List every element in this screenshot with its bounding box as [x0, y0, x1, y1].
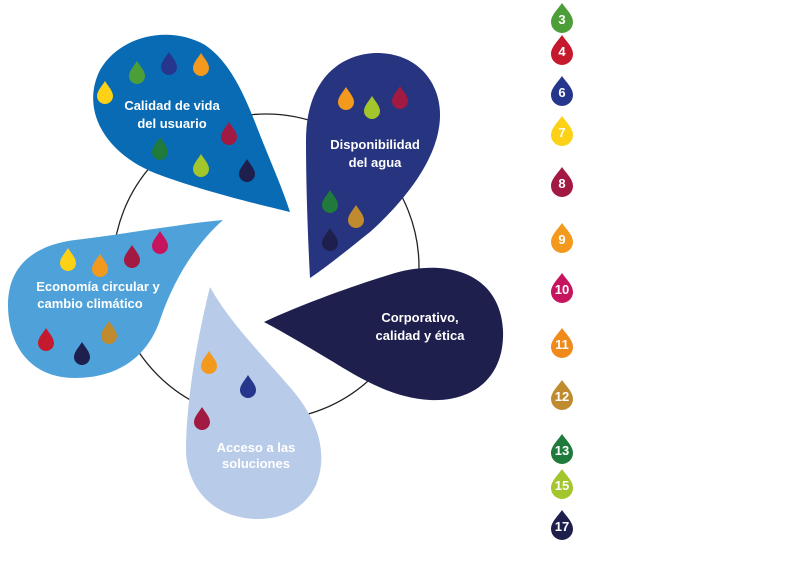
- ods-item-7: 7: [551, 116, 573, 146]
- petal-label-line2: calidad y ética: [376, 328, 466, 343]
- petal-label-line1: Calidad de vida: [124, 98, 220, 113]
- ods-number: 11: [555, 337, 569, 352]
- ods-number: 10: [555, 282, 569, 297]
- petal-economia: Economía circular y cambio climático: [8, 220, 223, 378]
- ods-item-10: 10: [551, 273, 573, 303]
- ods-item-9: 9: [551, 223, 573, 253]
- petal-label-line1: Corporativo,: [381, 310, 458, 325]
- petal-label-line2: del usuario: [137, 116, 206, 131]
- petal-calidad-de-vida: Calidad de vida del usuario: [93, 34, 290, 212]
- petal-shape: [186, 287, 322, 520]
- petal-shape: [306, 52, 440, 278]
- petal-label-line2: del agua: [349, 155, 403, 170]
- ods-number: 12: [555, 389, 569, 404]
- ods-item-6: 6: [551, 76, 573, 106]
- ods-number: 9: [558, 232, 565, 247]
- ods-item-8: 8: [551, 167, 573, 197]
- ods-item-13: 13: [551, 434, 573, 464]
- petal-disponibilidad: Disponibilidad del agua: [306, 52, 440, 278]
- petal-corporativo: Corporativo, calidad y ética: [264, 267, 504, 401]
- ods-item-3: 3: [551, 3, 573, 33]
- ods-number: 6: [558, 85, 565, 100]
- ods-number: 8: [558, 176, 565, 191]
- ods-number: 15: [555, 478, 569, 493]
- petal-shape: [264, 267, 504, 401]
- ods-number: 17: [555, 519, 569, 534]
- petal-label-line1: Disponibilidad: [330, 137, 420, 152]
- ods-item-15: 15: [551, 469, 573, 499]
- ods-item-17: 17: [551, 510, 573, 540]
- petal-acceso: Acceso a las soluciones: [186, 287, 322, 520]
- ods-number: 7: [558, 125, 565, 140]
- ods-number: 13: [555, 443, 569, 458]
- ods-item-4: 4: [551, 35, 573, 65]
- petal-label-line2: soluciones: [222, 456, 290, 471]
- ods-item-11: 11: [551, 328, 573, 358]
- petal-label-line1: Economía circular y: [36, 279, 160, 294]
- ods-number: 4: [558, 44, 566, 59]
- petal-label-line2: cambio climático: [37, 296, 143, 311]
- petal-label-line1: Acceso a las: [217, 440, 296, 455]
- ods-legend: 3 4 6 7 8 9 10 11: [551, 3, 573, 540]
- ods-number: 3: [558, 12, 565, 27]
- ods-item-12: 12: [551, 380, 573, 410]
